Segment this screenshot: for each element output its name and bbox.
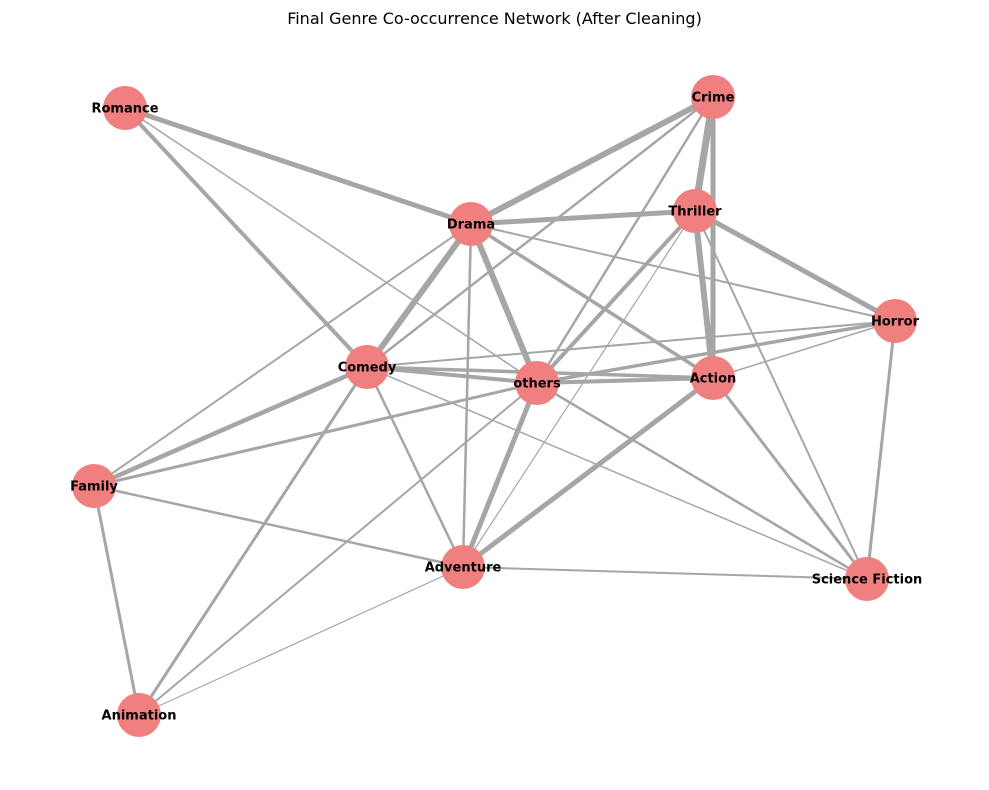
edge-others-adventure [460, 382, 540, 568]
figure-title: Final Genre Co-occurrence Network (After… [287, 9, 702, 28]
node-others[interactable] [515, 361, 559, 405]
node-label-others: others [513, 377, 561, 392]
edge-action-scifi [711, 377, 869, 580]
node-label-comedy: Comedy [338, 361, 397, 376]
node-label-drama: Drama [447, 218, 495, 233]
edge-comedy-scifi [366, 366, 868, 580]
node-label-adventure: Adventure [425, 561, 502, 576]
node-romance[interactable] [103, 86, 147, 130]
node-crime[interactable] [691, 75, 735, 119]
edge-romance-drama [124, 105, 472, 227]
node-label-crime: Crime [692, 91, 735, 106]
edge-thriller-others [535, 209, 697, 385]
node-label-action: Action [690, 372, 737, 387]
edge-drama-others [468, 222, 540, 385]
node-horror[interactable] [873, 299, 917, 343]
edge-family-animation [92, 485, 141, 716]
edge-layer [92, 94, 897, 716]
node-label-romance: Romance [91, 102, 158, 117]
edge-thriller-action [692, 210, 716, 379]
edge-crime-drama [469, 94, 715, 227]
edge-others-animation [138, 382, 538, 716]
edge-thriller-scifi [694, 210, 868, 580]
edge-horror-comedy [366, 320, 896, 368]
node-label-scifi: Science Fiction [812, 573, 923, 588]
edge-comedy-others [366, 365, 538, 385]
node-drama[interactable] [449, 202, 493, 246]
node-animation[interactable] [117, 693, 161, 737]
node-thriller[interactable] [673, 189, 717, 233]
edge-adventure-scifi [462, 566, 868, 580]
edge-drama-adventure [461, 223, 473, 568]
edge-comedy-adventure [365, 366, 465, 568]
edge-action-adventure [461, 376, 715, 569]
node-label-family: Family [70, 480, 118, 495]
edge-family-adventure [93, 484, 464, 569]
edge-thriller-horror [693, 208, 897, 324]
edge-drama-thriller [470, 208, 696, 227]
edge-crime-others [535, 96, 715, 384]
edge-horror-scifi [865, 320, 897, 580]
node-family[interactable] [72, 464, 116, 508]
edge-drama-family [93, 223, 472, 487]
edge-crime-comedy [366, 96, 714, 368]
node-label-thriller: Thriller [668, 205, 722, 220]
node-label-horror: Horror [871, 315, 920, 330]
edge-others-action [536, 376, 714, 385]
edge-comedy-family [93, 364, 368, 489]
node-layer [72, 75, 917, 737]
edge-others-family [93, 381, 538, 488]
edge-comedy-animation [137, 366, 369, 716]
edge-adventure-animation [138, 566, 464, 716]
edge-thriller-adventure [462, 210, 696, 568]
edge-horror-action [712, 320, 896, 379]
node-label-animation: Animation [102, 709, 177, 724]
edge-drama-action [470, 222, 714, 380]
edge-drama-comedy [364, 222, 474, 369]
node-adventure[interactable] [441, 545, 485, 589]
node-scifi[interactable] [845, 557, 889, 601]
edge-others-scifi [536, 381, 868, 581]
node-action[interactable] [691, 356, 735, 400]
edge-drama-horror [470, 223, 896, 322]
node-comedy[interactable] [345, 345, 389, 389]
